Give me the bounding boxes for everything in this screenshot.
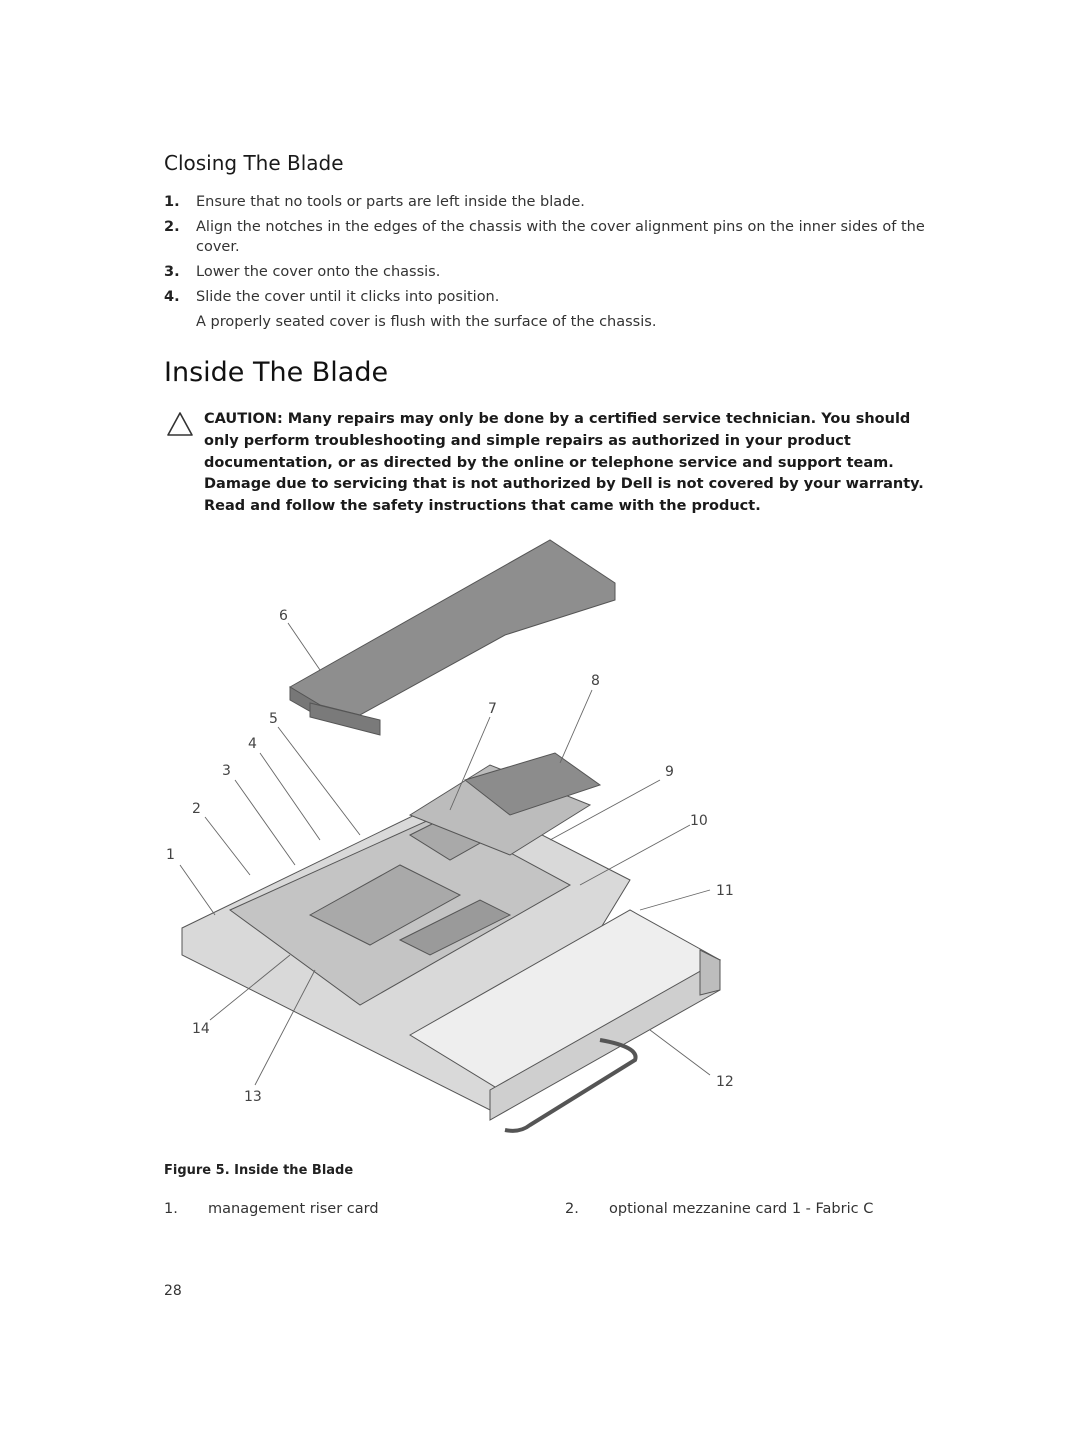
legend-label: optional mezzanine card 1 - Fabric C (609, 1201, 874, 1217)
step-text: Slide the cover until it clicks into pos… (196, 289, 500, 305)
step-text: Ensure that no tools or parts are left i… (196, 194, 585, 210)
callout-7: 7 (488, 701, 497, 717)
step-number: 2. (164, 219, 180, 235)
handle-drawing (504, 1038, 638, 1133)
legend-number: 2. (565, 1201, 579, 1217)
legend-number: 1. (164, 1201, 178, 1217)
step-result-text: A properly seated cover is flush with th… (196, 314, 657, 330)
callout-5: 5 (269, 711, 278, 727)
legend-label: management riser card (208, 1201, 379, 1217)
section-heading-inside: Inside The Blade (164, 357, 389, 388)
section-heading-closing: Closing The Blade (164, 151, 344, 175)
callout-14: 14 (192, 1021, 210, 1037)
step-number: 1. (164, 194, 180, 210)
step-number: 4. (164, 289, 180, 305)
cooling-shroud-drawing (289, 539, 616, 736)
callout-10: 10 (690, 813, 708, 829)
callout-1: 1 (166, 847, 175, 863)
caution-note: CAUTION: Many repairs may only be done b… (204, 411, 924, 515)
blade-interior-illustration: 1 2 3 4 5 6 7 8 9 10 11 12 13 14 (166, 539, 734, 1133)
callout-6: 6 (279, 608, 288, 624)
callout-13: 13 (244, 1089, 262, 1105)
callout-12: 12 (716, 1074, 734, 1090)
callout-4: 4 (248, 736, 257, 752)
callout-11: 11 (716, 883, 734, 899)
callout-2: 2 (192, 801, 201, 817)
step-text: Lower the cover onto the chassis. (196, 264, 441, 280)
figure-caption: Figure 5. Inside the Blade (164, 1163, 354, 1178)
callout-3: 3 (222, 763, 231, 779)
callout-8: 8 (591, 673, 600, 689)
page-number: 28 (164, 1283, 182, 1299)
callout-leaders (179, 622, 711, 1086)
step-text: Align the notches in the edges of the ch… (196, 219, 925, 255)
caution-icon (167, 412, 193, 436)
step-number: 3. (164, 264, 180, 280)
callout-9: 9 (665, 764, 674, 780)
